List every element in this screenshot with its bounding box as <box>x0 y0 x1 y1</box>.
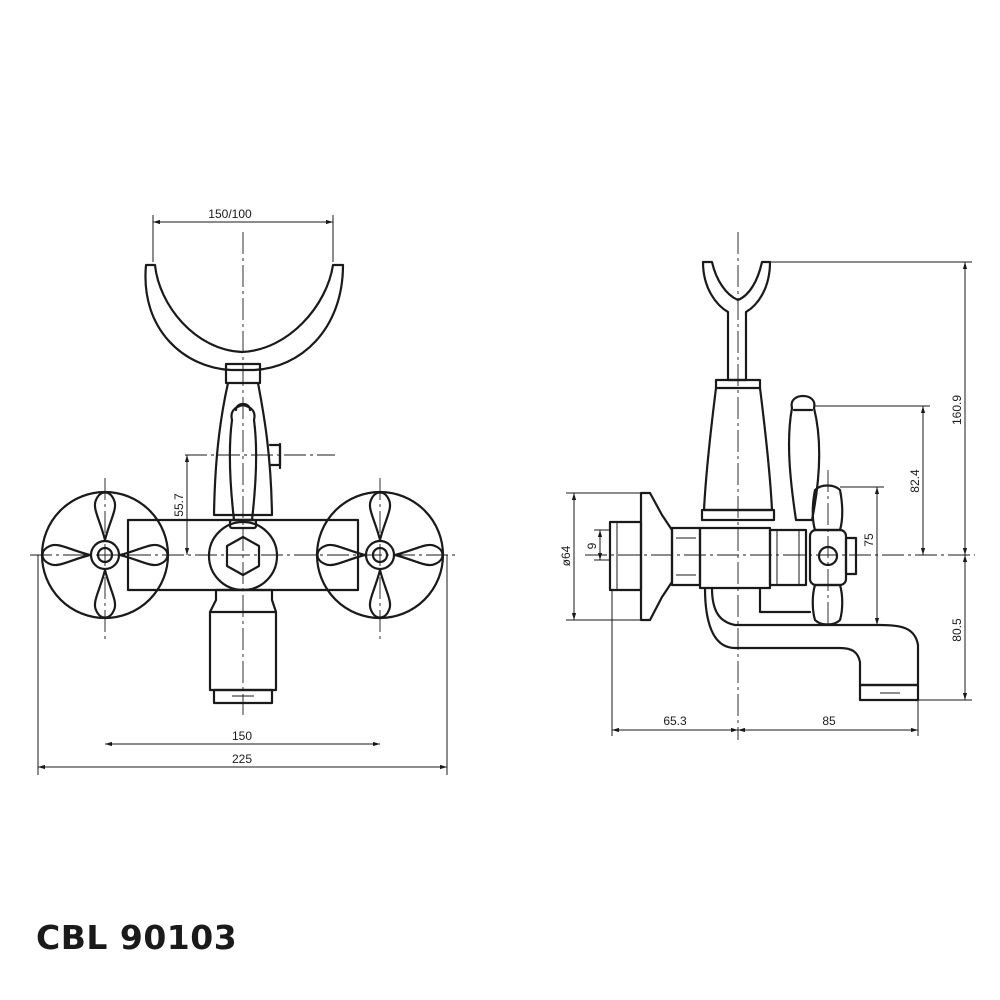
dim-flange-dia: ø64 <box>559 545 573 566</box>
dim-wall-to-body: 65.3 <box>663 714 687 728</box>
inlet-pipe <box>608 520 643 592</box>
right-cross-handle <box>316 491 444 619</box>
mixer-body <box>126 518 360 592</box>
dim-handle-offset: 55.7 <box>172 493 186 517</box>
wall-flange <box>639 491 674 622</box>
aerator <box>212 688 274 705</box>
holder-upright <box>701 260 772 382</box>
dim-valve-height: 75 <box>862 533 876 547</box>
holder-cradle <box>144 263 345 372</box>
dim-overall-width: 225 <box>232 752 252 766</box>
dim-lever-height: 82.4 <box>908 469 922 493</box>
dim-body-to-outlet: 85 <box>822 714 836 728</box>
valve-body <box>698 526 772 590</box>
center-lever <box>228 403 258 522</box>
dim-spout-drop: 80.5 <box>950 618 964 642</box>
dim-holder-width: 150/100 <box>208 207 252 221</box>
outlet-body <box>208 588 278 692</box>
spout <box>703 586 920 687</box>
connector-nut <box>670 526 702 587</box>
dim-inlet: 9 <box>585 542 599 549</box>
side-view: ø64 9 65.3 85 160.9 82.4 75 80.5 <box>559 232 975 740</box>
dim-centers: 150 <box>232 729 252 743</box>
side-lever <box>787 394 821 522</box>
dim-total-height: 160.9 <box>950 395 964 425</box>
holder-stem <box>224 362 262 385</box>
front-view: 150/100 55.7 150 225 <box>30 207 458 775</box>
left-cross-handle <box>41 491 169 619</box>
model-code: CBL 90103 <box>36 918 238 957</box>
side-cross-handle <box>808 484 858 626</box>
hex-nut <box>225 535 261 577</box>
